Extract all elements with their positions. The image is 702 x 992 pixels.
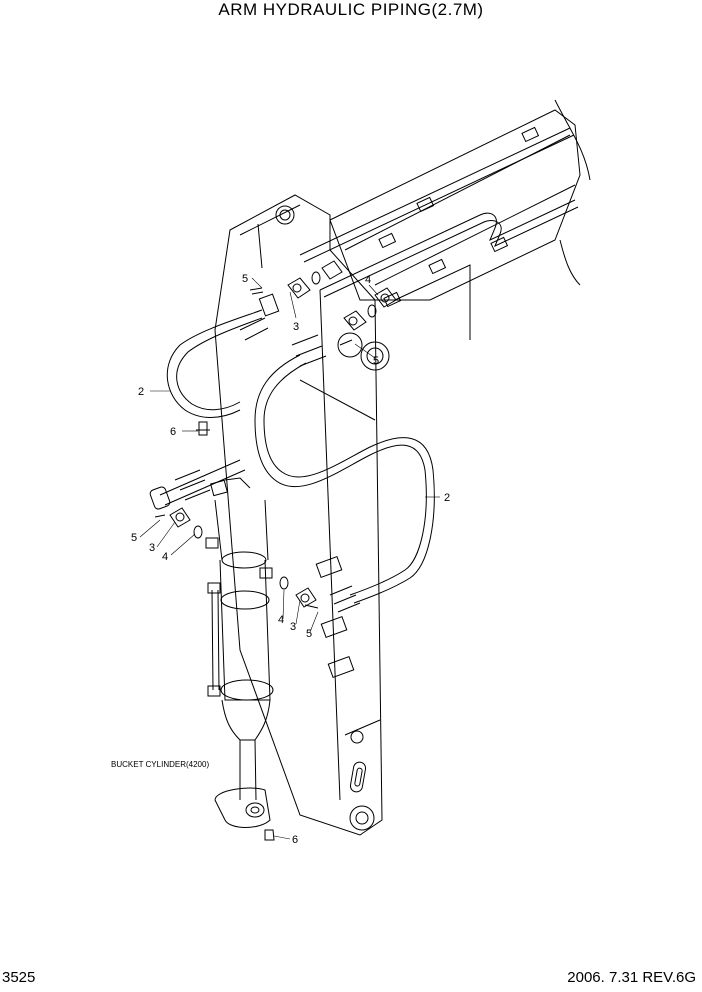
callout-4: 4 [365,274,371,286]
boom-pipes [299,126,579,371]
page-title: ARM HYDRAULIC PIPING(2.7M) [218,0,484,19]
leader-lines [139,277,440,840]
callout-4: 4 [278,614,284,626]
date-revision: 2006. 7.31 REV.6G [567,969,696,986]
callout-3: 3 [293,321,299,333]
callout-4: 4 [162,551,168,563]
callout-5: 5 [306,628,312,640]
callout-2: 2 [138,386,144,398]
callout-5: 5 [131,532,137,544]
fittings [154,260,397,841]
hose-upper-loop [166,293,280,418]
page-number: 3525 [2,969,36,986]
callout-5: 5 [242,273,248,285]
callout-5: 5 [373,355,379,367]
hose-main-loop [254,334,435,613]
bucket-cylinder-caption: BUCKET CYLINDER(4200) [111,760,209,769]
hose-lower-left [149,459,251,510]
callout-3: 3 [290,621,296,633]
arm-body [214,194,383,836]
callout-2: 2 [444,492,450,504]
callout-3: 3 [149,542,155,554]
callout-6: 6 [170,426,176,438]
bucket-cylinder [207,499,274,828]
callout-6: 6 [292,834,298,846]
